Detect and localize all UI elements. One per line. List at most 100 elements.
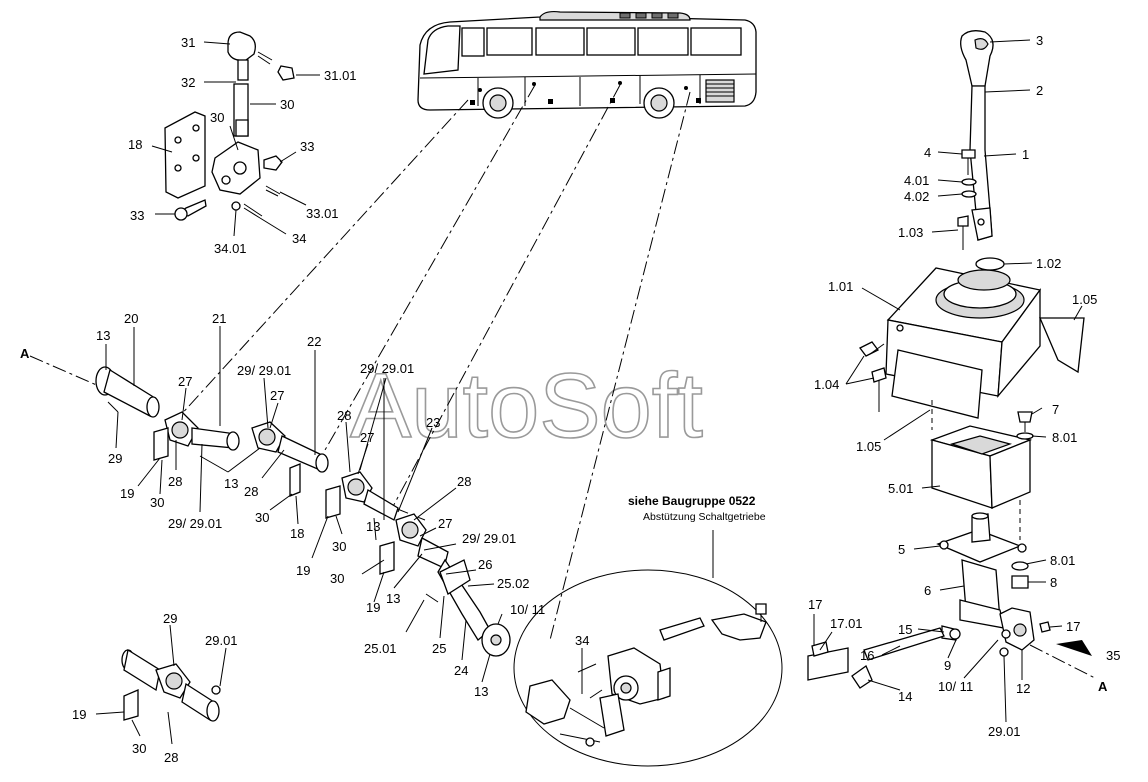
label-28: 28 xyxy=(168,474,182,489)
label-5-01: 5.01 xyxy=(888,481,913,496)
label-8: 8 xyxy=(1050,575,1057,590)
label-13: 13 xyxy=(386,591,400,606)
label-4: 4 xyxy=(924,145,931,160)
label-10-11: 10/ 11 xyxy=(510,602,545,617)
label-19: 19 xyxy=(120,486,134,501)
label-34: 34 xyxy=(575,633,589,648)
reference-leader-lines xyxy=(29,84,1096,679)
transmission-support-inset xyxy=(513,530,783,767)
small-shaft-detail xyxy=(121,648,221,722)
label-12: 12 xyxy=(1016,681,1030,696)
label-1-05: 1.05 xyxy=(1072,292,1097,307)
label-13: 13 xyxy=(224,476,238,491)
autosoft-watermark: AutoSoft xyxy=(350,355,703,457)
label-8-01: 8.01 xyxy=(1050,553,1075,568)
label-31-01: 31.01 xyxy=(324,68,357,83)
linkage-bracket-assembly xyxy=(164,31,295,221)
label-21: 21 xyxy=(212,311,226,326)
label-section-a: A xyxy=(20,346,30,361)
label-2: 2 xyxy=(1036,83,1043,98)
label-4-01: 4.01 xyxy=(904,173,929,188)
label-28: 28 xyxy=(457,474,471,489)
bus-illustration xyxy=(417,10,757,119)
label-5: 5 xyxy=(898,542,905,557)
label-17: 17 xyxy=(808,597,822,612)
label-10-11: 10/ 11 xyxy=(938,679,973,694)
label-28: 28 xyxy=(164,750,178,765)
label-27: 27 xyxy=(270,388,284,403)
label-7: 7 xyxy=(1052,402,1059,417)
label-30: 30 xyxy=(132,741,146,756)
label-27: 27 xyxy=(438,516,452,531)
label-3: 3 xyxy=(1036,33,1043,48)
label-34-01: 34.01 xyxy=(214,241,247,256)
label-25-02: 25.02 xyxy=(497,576,530,591)
label-16: 16 xyxy=(860,648,874,663)
view-direction-arrow xyxy=(1056,640,1092,656)
label-32: 32 xyxy=(181,75,195,90)
inset-reference-title: siehe Baugruppe 0522 xyxy=(628,494,756,508)
label-29-01: 29.01 xyxy=(988,724,1021,739)
label-35: 35 xyxy=(1106,648,1120,663)
label-17: 17 xyxy=(1066,619,1080,634)
label-33: 33 xyxy=(130,208,144,223)
label-18: 18 xyxy=(128,137,142,152)
label-13: 13 xyxy=(96,328,110,343)
label-34: 34 xyxy=(292,231,306,246)
label-4-02: 4.02 xyxy=(904,189,929,204)
label-30: 30 xyxy=(332,539,346,554)
label-13: 13 xyxy=(366,519,380,534)
label-8-01: 8.01 xyxy=(1052,430,1077,445)
label-29: 29 xyxy=(163,611,177,626)
label-33: 33 xyxy=(300,139,314,154)
label-20: 20 xyxy=(124,311,138,326)
label-28: 28 xyxy=(244,484,258,499)
label-30: 30 xyxy=(280,97,294,112)
label-17-01: 17.01 xyxy=(830,616,863,631)
gearshift-rod-chain xyxy=(95,366,511,657)
mounting-plate-assembly xyxy=(929,400,1034,540)
label-29-29-01: 29/ 29.01 xyxy=(168,516,222,531)
label-27: 27 xyxy=(360,430,374,445)
label-13: 13 xyxy=(474,684,488,699)
label-25-01: 25.01 xyxy=(364,641,397,656)
shift-mechanism-lower xyxy=(807,512,1051,689)
label-9: 9 xyxy=(944,658,951,673)
label-30: 30 xyxy=(330,571,344,586)
inset-reference-subtitle: Abstützung Schaltgetriebe xyxy=(643,511,766,523)
label-31: 31 xyxy=(181,35,195,50)
label-30: 30 xyxy=(210,110,224,125)
part-number-labels: 31 32 30 31.01 18 30 33 33 33.01 34 34.0… xyxy=(20,33,1120,765)
label-28: 28 xyxy=(337,408,351,423)
label-25: 25 xyxy=(432,641,446,656)
label-14: 14 xyxy=(898,689,912,704)
label-29-29-01: 29/ 29.01 xyxy=(237,363,291,378)
label-29-29-01: 29/ 29.01 xyxy=(360,361,414,376)
label-30: 30 xyxy=(150,495,164,510)
shift-housing-assembly xyxy=(859,257,1085,419)
label-19: 19 xyxy=(296,563,310,578)
label-1-02: 1.02 xyxy=(1036,256,1061,271)
label-29-29-01: 29/ 29.01 xyxy=(462,531,516,546)
label-1: 1 xyxy=(1022,147,1029,162)
label-29: 29 xyxy=(108,451,122,466)
label-23: 23 xyxy=(426,415,440,430)
label-24: 24 xyxy=(454,663,468,678)
label-29-01: 29.01 xyxy=(205,633,238,648)
gearshift-lever-assembly xyxy=(957,30,994,250)
label-section-a: A xyxy=(1098,679,1108,694)
label-33-01: 33.01 xyxy=(306,206,339,221)
label-leader-lines xyxy=(95,39,1083,745)
label-15: 15 xyxy=(898,622,912,637)
label-19: 19 xyxy=(366,600,380,615)
label-26: 26 xyxy=(478,557,492,572)
label-1-03: 1.03 xyxy=(898,225,923,240)
label-1-04: 1.04 xyxy=(814,377,839,392)
label-18: 18 xyxy=(290,526,304,541)
label-22: 22 xyxy=(307,334,321,349)
label-27: 27 xyxy=(178,374,192,389)
label-30: 30 xyxy=(255,510,269,525)
label-1-05: 1.05 xyxy=(856,439,881,454)
